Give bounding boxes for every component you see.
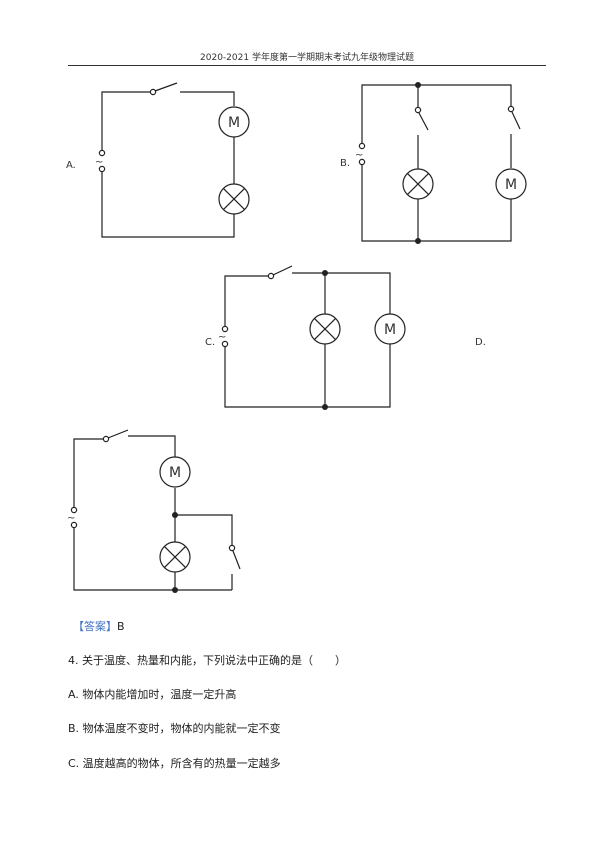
junction-dot — [322, 404, 328, 410]
switch-contact — [507, 105, 515, 113]
switch-blade — [232, 550, 241, 570]
switch-contact — [149, 88, 157, 96]
junction-dot — [172, 587, 178, 593]
option-a: A. 物体内能增加时，温度一定升高 — [68, 688, 237, 701]
ac-terminal — [70, 506, 78, 514]
header-rule — [68, 65, 546, 66]
ac-terminal — [70, 521, 78, 529]
lamp-cross — [222, 187, 246, 211]
ac-symbol: ~ — [355, 150, 363, 161]
answer-value: B — [117, 620, 125, 633]
motor-letter: M — [505, 177, 517, 193]
page-header: 2020-2021 学年度第一学期期末考试九年级物理试题 — [200, 53, 414, 63]
circuit-diagrams: ~ M A. ~ M B. — [66, 82, 527, 593]
circuit-b: ~ M B. — [340, 82, 527, 244]
lamp-cross — [163, 545, 187, 569]
switch-contact — [102, 435, 110, 443]
ac-terminal — [358, 158, 366, 166]
ac-terminal — [221, 340, 229, 348]
lamp-cross — [406, 172, 430, 196]
ac-terminal — [358, 142, 366, 150]
switch-blade — [107, 429, 129, 439]
option-b: B. 物体温度不变时，物体的内能就一定不变 — [68, 722, 281, 735]
switch-blade — [154, 82, 178, 92]
switch-blade — [272, 265, 293, 276]
option-b-label: B. — [340, 158, 350, 169]
motor-letter: M — [169, 465, 181, 481]
motor-letter: M — [384, 322, 396, 338]
option-c: C. 温度越高的物体，所含有的热量一定越多 — [68, 757, 281, 770]
ac-terminal — [98, 165, 106, 173]
circuit-d: ~ M — [67, 429, 241, 593]
question-4: 4. 关于温度、热量和内能，下列说法中正确的是（ ） — [68, 654, 346, 667]
motor-symbol — [218, 106, 250, 138]
switch-blade — [418, 112, 429, 131]
motor-symbol — [374, 313, 406, 345]
answer-tag: 【答案】 — [73, 620, 117, 633]
switch-blade — [511, 111, 521, 130]
ac-terminal — [221, 325, 229, 333]
junction-dot — [172, 512, 178, 518]
junction-dot — [415, 82, 421, 88]
switch-contact — [267, 272, 275, 280]
option-c-label: C. — [205, 337, 215, 348]
motor-letter: M — [228, 115, 240, 131]
option-d-label: D. — [475, 337, 486, 348]
switch-contact — [228, 544, 236, 552]
junction-dot — [415, 238, 421, 244]
ac-symbol: ~ — [67, 513, 75, 524]
ac-symbol: ~ — [95, 157, 103, 168]
junction-dot — [322, 270, 328, 276]
circuit-a: ~ M A. — [66, 82, 250, 238]
motor-symbol — [159, 456, 191, 488]
circuit-c: ~ M C. D. — [205, 265, 486, 410]
lamp-cross — [313, 317, 337, 341]
motor-symbol — [495, 168, 527, 200]
switch-contact — [414, 106, 422, 114]
answer-line: 【答案】B — [73, 618, 125, 634]
ac-symbol: ~ — [218, 332, 226, 343]
option-a-label: A. — [66, 160, 76, 171]
ac-terminal — [98, 149, 106, 157]
